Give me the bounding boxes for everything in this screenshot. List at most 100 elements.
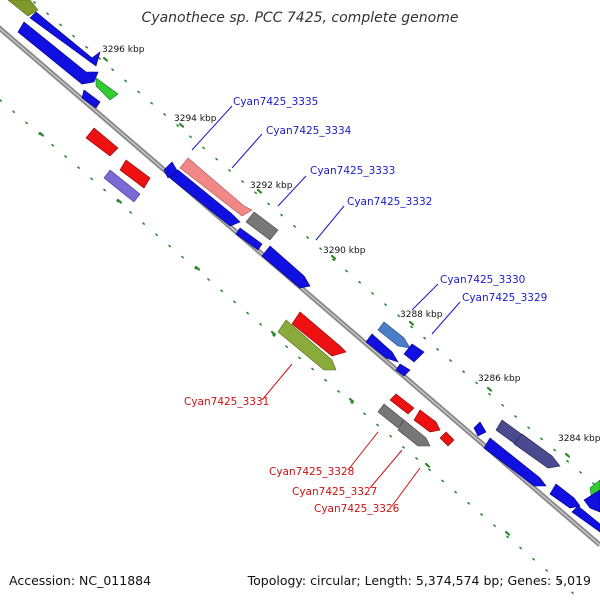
tick-mark (566, 459, 570, 463)
gene-feature[interactable] (395, 363, 411, 377)
gene-feature[interactable] (85, 127, 119, 157)
gene-label[interactable]: Cyan7425_3328 (269, 466, 354, 478)
tick-mark (358, 280, 362, 284)
tick-mark (592, 482, 596, 485)
tick-mark (72, 34, 75, 38)
tick-mark (348, 397, 355, 403)
tick-mark (384, 303, 388, 306)
tick-mark (246, 311, 249, 315)
tick-mark (51, 143, 55, 147)
tick-mark (256, 188, 263, 194)
gene-label[interactable]: Cyan7425_3329 (462, 292, 547, 304)
gene-feature[interactable] (583, 489, 600, 513)
tick-mark (527, 426, 531, 429)
gene-feature[interactable] (169, 169, 241, 227)
gene-label[interactable]: Cyan7425_3334 (266, 125, 352, 137)
kbp-label: 3294 kbp (174, 114, 217, 124)
gene-label[interactable]: Cyan7425_3333 (310, 165, 395, 177)
tick-mark (454, 490, 458, 494)
gene-feature[interactable] (483, 437, 547, 487)
tick-mark (441, 479, 445, 483)
tick-mark (506, 535, 510, 539)
tick-mark (540, 437, 544, 441)
tick-mark (285, 345, 289, 348)
tick-mark (233, 300, 236, 304)
gene-feature[interactable] (17, 21, 99, 85)
gene-feature[interactable] (377, 321, 411, 349)
tick-mark (293, 224, 297, 228)
gene-feature[interactable] (377, 403, 405, 429)
accession-text: Accession: NC_011884 (9, 573, 152, 588)
tick-mark (408, 320, 415, 326)
gene-labels: Cyan7425_3335 Cyan7425_3334 Cyan7425_333… (184, 96, 547, 515)
gene-label[interactable]: Cyan7425_3330 (440, 274, 525, 286)
tick-mark (571, 591, 575, 595)
tick-mark (579, 471, 583, 474)
tick-mark (272, 334, 276, 337)
gene-feature[interactable] (291, 311, 347, 357)
gene-feature[interactable] (261, 245, 311, 289)
gene-feature[interactable] (7, 0, 39, 17)
tick-mark (168, 244, 171, 248)
tick-mark (480, 513, 484, 516)
tick-mark (462, 370, 466, 374)
tick-mark (102, 56, 109, 62)
tick-mark (371, 292, 375, 295)
gene-feature[interactable] (513, 433, 561, 469)
map-title: Cyanothece sp. PCC 7425, complete genome (141, 10, 459, 26)
gene-feature[interactable] (245, 211, 279, 241)
gene-feature[interactable] (103, 169, 141, 203)
tick-mark (59, 23, 63, 27)
gene-feature[interactable] (571, 505, 600, 533)
kbp-label: 3284 kbp (558, 434, 600, 444)
tick-mark (564, 452, 571, 458)
gene-feature[interactable] (473, 421, 487, 437)
tick-mark (189, 135, 192, 139)
tick-mark (85, 45, 88, 49)
tick-mark (178, 122, 185, 128)
gene-label[interactable]: Cyan7425_3326 (314, 503, 400, 515)
gene-feature[interactable] (389, 393, 415, 415)
tick-mark (129, 211, 132, 214)
tick-mark (423, 336, 427, 340)
tick-mark (332, 258, 336, 262)
gene-feature[interactable] (397, 419, 431, 447)
gene-feature[interactable] (29, 11, 101, 67)
gene-label[interactable]: Cyan7425_3331 (184, 396, 269, 408)
gene-feature[interactable] (95, 77, 119, 101)
tick-mark (25, 121, 29, 125)
gene-label[interactable]: Cyan7425_3332 (347, 196, 432, 208)
tick-mark (33, 1, 37, 4)
gene-feature[interactable] (235, 227, 263, 251)
gene-label[interactable]: Cyan7425_3327 (292, 486, 377, 498)
tick-mark (116, 198, 123, 204)
label-leader-lines (191, 105, 461, 507)
gene-feature[interactable] (413, 409, 441, 433)
tick-mark (449, 359, 453, 362)
tick-mark (545, 569, 549, 572)
gene-feature[interactable] (365, 333, 399, 363)
gene-feature[interactable] (119, 159, 151, 189)
kbp-label: 3288 kbp (400, 310, 443, 320)
tick-mark (410, 325, 414, 329)
gene-feature[interactable] (179, 157, 253, 217)
gene-feature[interactable] (81, 89, 101, 109)
gene-feature[interactable] (549, 483, 581, 509)
tick-mark (267, 202, 271, 206)
tick-mark (46, 12, 50, 16)
kbp-label: 3296 kbp (102, 45, 145, 55)
tick-mark (111, 68, 114, 71)
kbp-label: 3292 kbp (250, 181, 293, 191)
gene-feature[interactable] (403, 343, 425, 363)
gene-feature[interactable] (439, 431, 455, 447)
gene-feature[interactable] (277, 319, 337, 371)
tick-mark (402, 446, 406, 449)
tick-mark (163, 113, 166, 116)
tick-mark (337, 390, 341, 393)
kbp-labels: 3296 kbp 3294 kbp 3292 kbp 3290 kbp 3288… (102, 45, 600, 444)
gene-label[interactable]: Cyan7425_3335 (233, 96, 318, 108)
tick-mark (137, 90, 140, 94)
tick-mark (389, 434, 393, 438)
tick-mark (363, 412, 367, 416)
